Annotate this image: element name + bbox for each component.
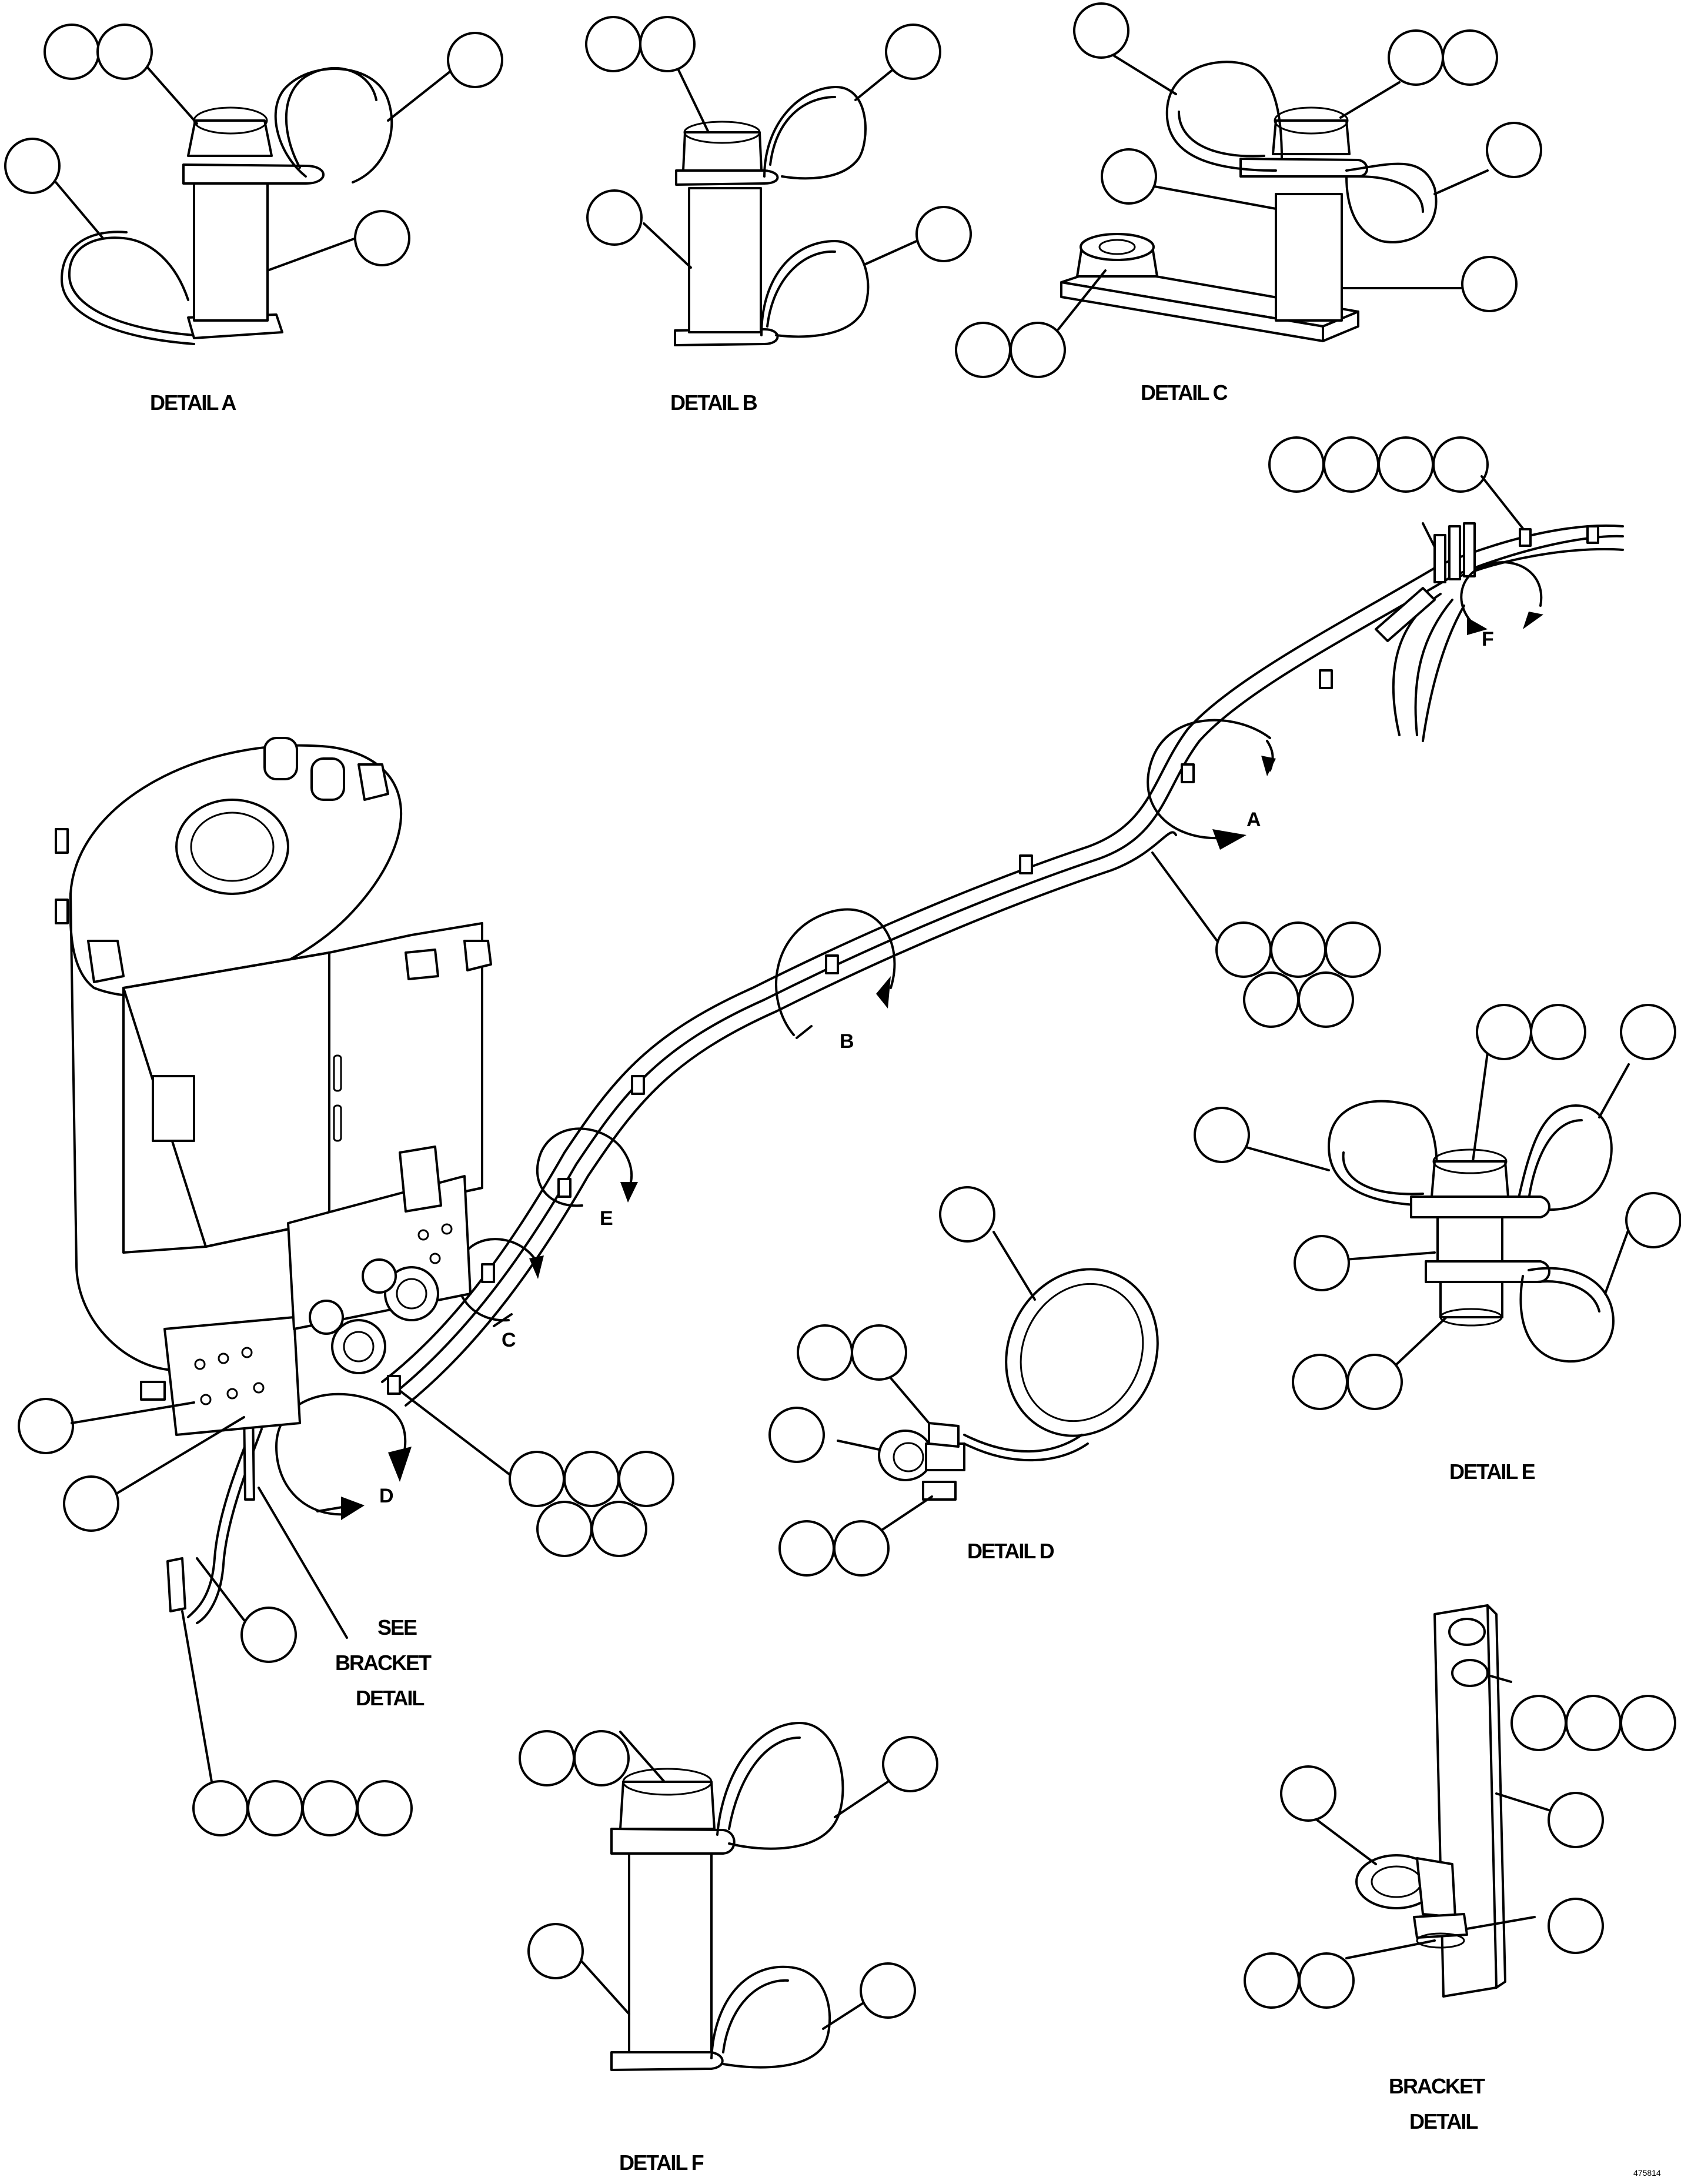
detail-b-drawing: [585, 16, 972, 346]
callout-b-label: B: [840, 1030, 854, 1053]
clamp-group-a: [1151, 851, 1381, 1028]
callout-circle-a: [1147, 719, 1276, 850]
detail-a-label: DETAIL A: [150, 390, 236, 415]
tank-unit: [55, 737, 492, 1436]
detail-f-label: DETAIL F: [619, 2150, 704, 2175]
top-connector-group: [1268, 436, 1527, 533]
detail-d-drawing: [768, 1186, 1159, 1577]
detail-e-label: DETAIL E: [1449, 1460, 1535, 1484]
callout-c-label: C: [502, 1329, 516, 1351]
callout-circle-e: [536, 1127, 638, 1207]
callout-circle-d: [275, 1392, 412, 1520]
detail-d-label: DETAIL D: [967, 1539, 1054, 1563]
callout-f-label: F: [1482, 628, 1494, 650]
bracket-detail-label-line1: BRACKET: [1389, 2074, 1485, 2098]
figure-number: 475814: [1633, 2168, 1661, 2178]
callout-circle-b: [775, 908, 896, 1039]
callout-circle-f: [1460, 561, 1543, 635]
bracket-detail-drawing: [1244, 1604, 1676, 2009]
bracket-detail-label-line2: DETAIL: [1409, 2109, 1478, 2133]
detail-c-drawing: [955, 2, 1542, 378]
cable-harness: [166, 522, 1624, 1624]
callout-d-label: D: [379, 1485, 394, 1507]
callout-a-label: A: [1246, 809, 1261, 831]
see-bracket-line3: DETAIL: [356, 1686, 424, 1710]
detail-e-drawing: [1194, 1004, 1681, 1410]
left-bubbles: [18, 1398, 413, 1836]
detail-b-label: DETAIL B: [670, 390, 757, 415]
detail-c-label: DETAIL C: [1141, 380, 1228, 405]
clamp-group-c: [399, 1390, 674, 1557]
detail-f-drawing: [519, 1722, 938, 2071]
see-bracket-line1: SEE: [377, 1615, 417, 1639]
callout-e-label: E: [600, 1207, 613, 1230]
see-bracket-line2: BRACKET: [335, 1651, 432, 1675]
detail-a-drawing: [4, 24, 503, 345]
